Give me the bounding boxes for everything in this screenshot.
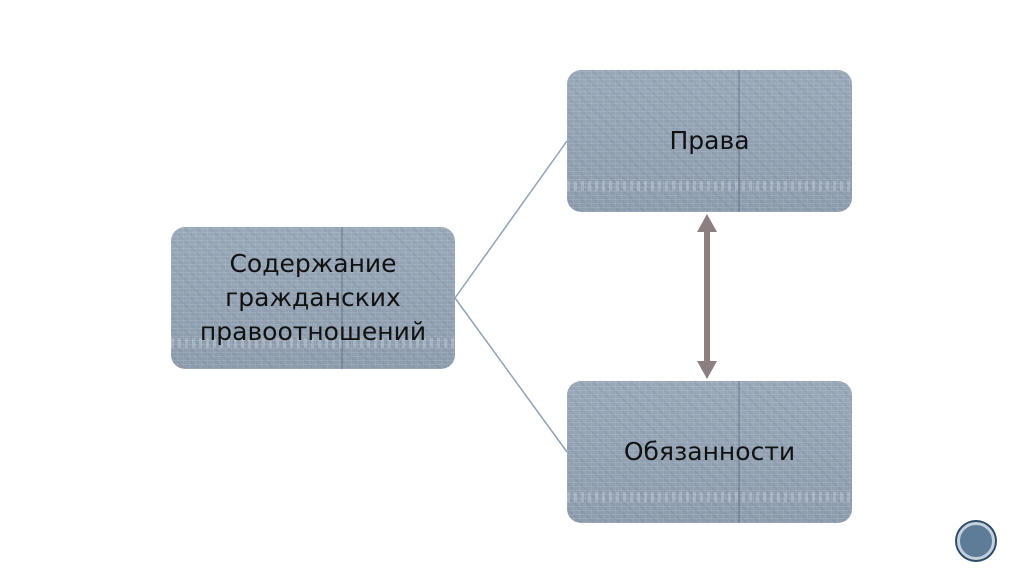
node-rights: Права <box>567 70 852 212</box>
node-content-label: Содержание гражданских правоотношений <box>199 249 427 346</box>
node-duties: Обязанности <box>567 381 852 523</box>
connector-content-to-rights <box>454 140 568 299</box>
node-rights-label: Права <box>669 126 750 155</box>
arrowhead-up <box>697 214 717 232</box>
node-content: Содержание гражданских правоотношений <box>171 227 455 369</box>
connector-content-to-duties <box>454 297 568 453</box>
double-arrow-rights-duties <box>697 214 717 379</box>
arrowhead-down <box>697 361 717 379</box>
slide-nav-circle-icon[interactable] <box>957 522 995 560</box>
node-duties-label: Обязанности <box>623 437 796 466</box>
